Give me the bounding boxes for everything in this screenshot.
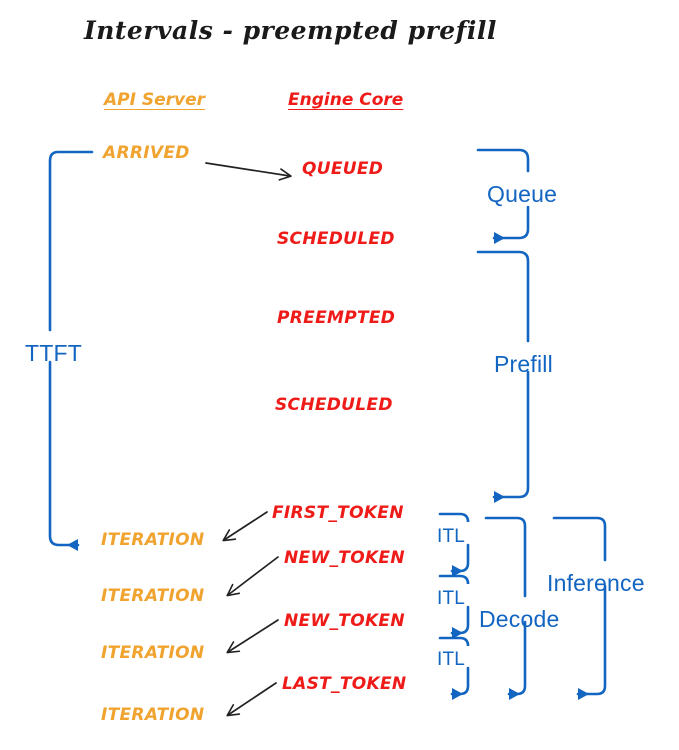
- diagram-title: Intervals - preempted prefill: [84, 16, 497, 45]
- queue-bracket: [476, 148, 530, 244]
- itl-bracket-1: [438, 512, 470, 577]
- arrow-arrived-to-queued: [205, 162, 292, 181]
- itl-bracket-3: [438, 636, 470, 700]
- event-scheduled-2: SCHEDULED: [275, 395, 393, 415]
- interval-label-decode: Decode: [479, 606, 560, 632]
- interval-label-itl-2: ITL: [437, 588, 466, 609]
- event-first-token: FIRST_TOKEN: [272, 503, 404, 523]
- column-header-engine-core: Engine Core: [288, 90, 404, 110]
- event-scheduled-1: SCHEDULED: [277, 229, 395, 249]
- event-arrived: ARRIVED: [103, 143, 190, 163]
- arrow-first-token-to-iteration-1: [222, 511, 268, 542]
- arrow-last-token-to-iteration-4: [226, 682, 277, 717]
- column-header-api-server: API Server: [104, 90, 206, 110]
- decode-bracket: [484, 516, 527, 700]
- interval-label-prefill: Prefill: [494, 351, 553, 377]
- event-iteration-3: ITERATION: [101, 643, 205, 663]
- prefill-bracket: [476, 250, 530, 503]
- interval-label-itl-3: ITL: [437, 649, 466, 670]
- itl-bracket-2: [438, 574, 470, 639]
- interval-label-ttft: TTFT: [25, 340, 82, 366]
- event-queued: QUEUED: [302, 159, 384, 179]
- interval-label-queue: Queue: [487, 181, 558, 207]
- event-new-token-1: NEW_TOKEN: [284, 548, 405, 568]
- inference-bracket: [552, 516, 607, 700]
- event-iteration-1: ITERATION: [101, 530, 205, 550]
- event-new-token-2: NEW_TOKEN: [284, 611, 405, 631]
- transition-arrows: [205, 162, 292, 717]
- event-last-token: LAST_TOKEN: [282, 674, 407, 694]
- event-iteration-4: ITERATION: [101, 705, 205, 725]
- event-iteration-2: ITERATION: [101, 586, 205, 606]
- arrow-new-token-1-to-iteration-2: [226, 556, 279, 597]
- interval-label-itl-1: ITL: [437, 526, 466, 547]
- interval-label-inference: Inference: [547, 570, 645, 596]
- arrow-new-token-2-to-iteration-3: [226, 619, 279, 654]
- ttft-bracket: [48, 150, 94, 551]
- event-preempted: PREEMPTED: [277, 308, 396, 328]
